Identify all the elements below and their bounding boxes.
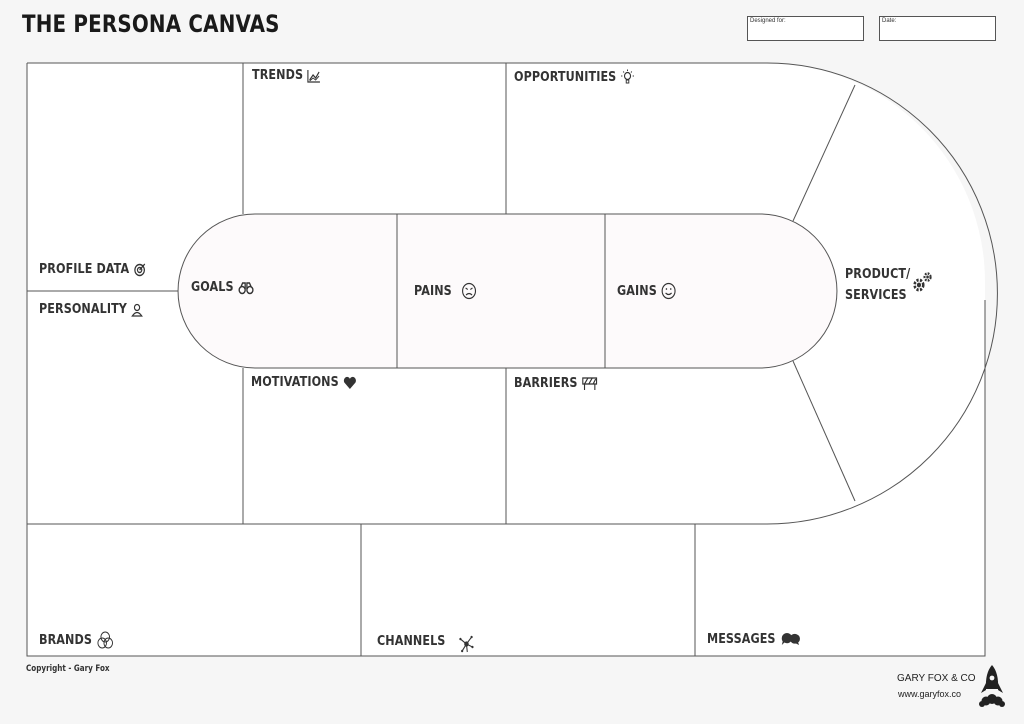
- channels-label: CHANNELS: [377, 629, 474, 653]
- profile-data-text: PROFILE DATA: [39, 262, 130, 277]
- binoculars-icon: [238, 281, 254, 294]
- venn-icon: [97, 631, 113, 649]
- copyright-text: Copyright - Gary Fox: [26, 664, 110, 674]
- messages-label: MESSAGES: [707, 631, 801, 647]
- date-label: Date:: [882, 18, 897, 24]
- opportunities-text: OPPORTUNITIES: [514, 69, 617, 85]
- date-field[interactable]: Date:: [879, 16, 996, 41]
- heart-icon: [343, 376, 356, 389]
- frown-icon: [462, 282, 477, 300]
- motivations-label: MOTIVATIONS: [251, 375, 357, 390]
- product-services-label: PRODUCT/ SERVICES: [845, 264, 933, 306]
- barrier-icon: [582, 376, 598, 390]
- gains-text: GAINS: [617, 283, 657, 299]
- goals-label: GOALS: [191, 280, 254, 295]
- personality-text: PERSONALITY: [39, 302, 127, 317]
- product-services-text-line1: PRODUCT/: [845, 267, 911, 282]
- target-icon: [134, 263, 146, 276]
- brands-text: BRANDS: [39, 632, 92, 648]
- goals-text: GOALS: [191, 280, 234, 295]
- pains-text: PAINS: [414, 283, 452, 299]
- pains-label: PAINS: [414, 282, 477, 300]
- speech-bubbles-icon: [781, 633, 800, 645]
- messages-text: MESSAGES: [707, 631, 776, 647]
- barriers-text: BARRIERS: [514, 376, 578, 391]
- smile-icon: [661, 282, 676, 300]
- trends-text: TRENDS: [252, 68, 304, 83]
- designed-for-field[interactable]: Designed for:: [747, 16, 864, 41]
- personality-label: PERSONALITY: [39, 302, 144, 317]
- gains-label: GAINS: [617, 282, 677, 300]
- profile-data-label: PROFILE DATA: [39, 262, 146, 277]
- barriers-label: BARRIERS: [514, 376, 598, 391]
- page-title: THE PERSONA CANVAS: [22, 10, 280, 38]
- network-icon: [458, 635, 474, 653]
- brands-label: BRANDS: [39, 631, 113, 649]
- designed-for-label: Designed for:: [750, 18, 786, 24]
- lightbulb-icon: [621, 69, 634, 84]
- opportunities-label: OPPORTUNITIES: [514, 69, 634, 85]
- company-name: GARY FOX & CO: [897, 673, 976, 684]
- trends-label: TRENDS: [252, 68, 321, 83]
- rocket-logo: [979, 665, 1005, 707]
- person-icon: [131, 303, 144, 317]
- website-link[interactable]: www.garyfox.co: [898, 689, 962, 699]
- motivations-text: MOTIVATIONS: [251, 375, 339, 390]
- chart-icon: [307, 69, 321, 83]
- product-services-text-line2: SERVICES: [845, 288, 907, 303]
- gears-icon: [913, 272, 932, 292]
- channels-text: CHANNELS: [377, 633, 446, 649]
